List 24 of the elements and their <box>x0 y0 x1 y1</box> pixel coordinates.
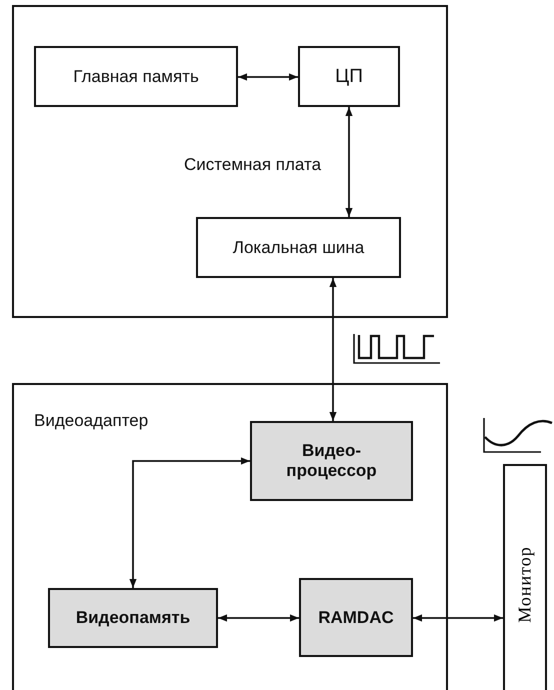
block-box <box>34 46 238 107</box>
block-label: Локальная шина <box>232 238 364 258</box>
group-label: Системная плата <box>184 155 322 175</box>
arrow <box>413 614 503 622</box>
block-box <box>250 421 413 501</box>
arrow <box>238 73 298 81</box>
block-label: Видеопамять <box>76 608 190 628</box>
block-label: Главная память <box>73 66 199 86</box>
block-box <box>48 588 218 648</box>
arrow <box>345 107 353 217</box>
block-box <box>299 578 413 657</box>
arrow <box>129 457 250 588</box>
block-label: Монитор <box>514 546 536 622</box>
board-frame <box>12 383 448 690</box>
board-frame <box>12 5 448 318</box>
arrow <box>218 614 299 622</box>
arrow <box>329 278 337 421</box>
block-label: ЦП <box>335 66 363 88</box>
block-label: RAMDAC <box>318 608 394 628</box>
block-box <box>196 217 401 278</box>
block-box <box>298 46 400 107</box>
block-label: Видео-процессор <box>285 441 378 481</box>
group-label: Видеоадаптер <box>34 411 148 431</box>
monitor-box <box>503 464 547 690</box>
